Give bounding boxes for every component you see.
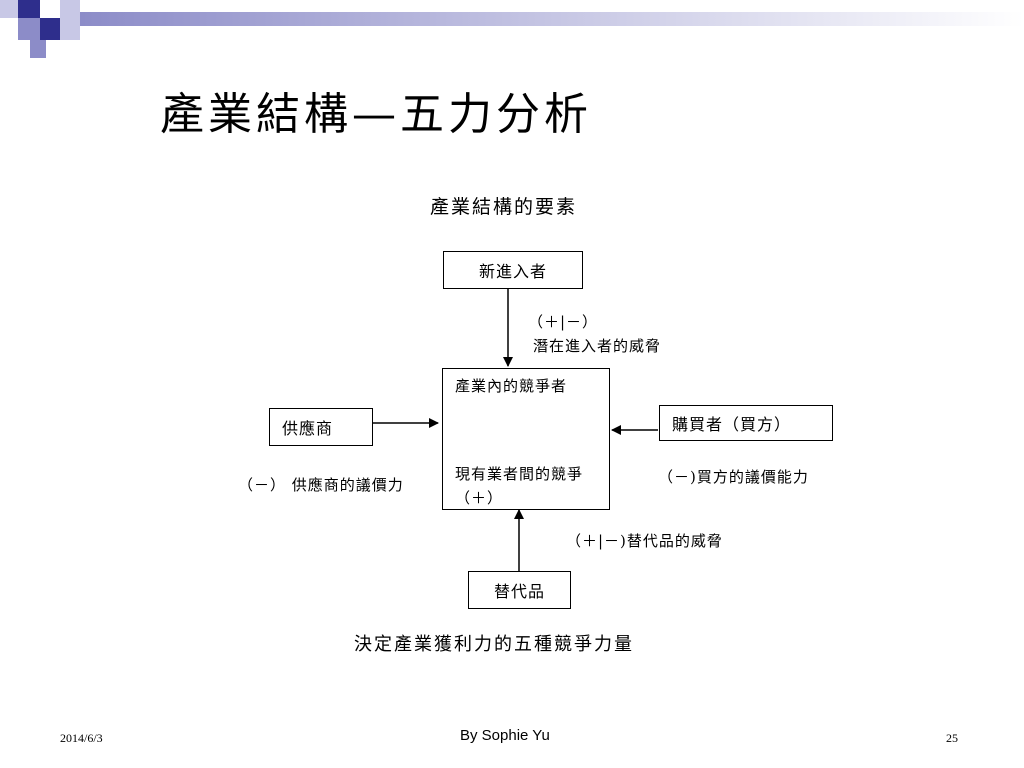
entrants-threat-label: 潛在進入者的威脅 — [533, 337, 662, 355]
header-decoration — [0, 0, 1024, 58]
entrants-sign-label: （＋|－） — [528, 313, 599, 331]
footer-date: 2014/6/3 — [60, 731, 103, 745]
substitutes-label: 替代品 — [493, 582, 545, 601]
new-entrants-label: 新進入者 — [478, 262, 547, 281]
footer-author: By Sophie Yu — [460, 727, 550, 744]
new-entrants-box: 新進入者 — [443, 251, 583, 289]
suppliers-box: 供應商 — [269, 408, 373, 446]
buyers-box: 購買者（買方） — [659, 405, 833, 441]
suppliers-label: 供應商 — [282, 419, 334, 438]
buyers-label: 購買者（買方） — [672, 415, 792, 434]
supplier-power-label: （－） 供應商的議價力 — [238, 476, 404, 494]
substitute-threat-label: （＋|－)替代品的威脅 — [566, 532, 723, 550]
buyer-power-label: （－)買方的議價能力 — [658, 468, 809, 486]
slide-title: 產業結構—五力分析 — [160, 89, 592, 140]
rivalry-description: 現有業者間的競爭 （＋） — [455, 465, 600, 507]
page-number: 25 — [946, 731, 958, 745]
diagram-subtitle: 產業結構的要素 — [430, 196, 578, 218]
bottom-caption: 決定產業獲利力的五種競爭力量 — [354, 634, 634, 655]
rivalry-box: 產業內的競爭者 現有業者間的競爭 （＋） — [442, 368, 610, 510]
rivalry-title: 產業內的競爭者 — [455, 377, 568, 395]
substitutes-box: 替代品 — [468, 571, 571, 609]
